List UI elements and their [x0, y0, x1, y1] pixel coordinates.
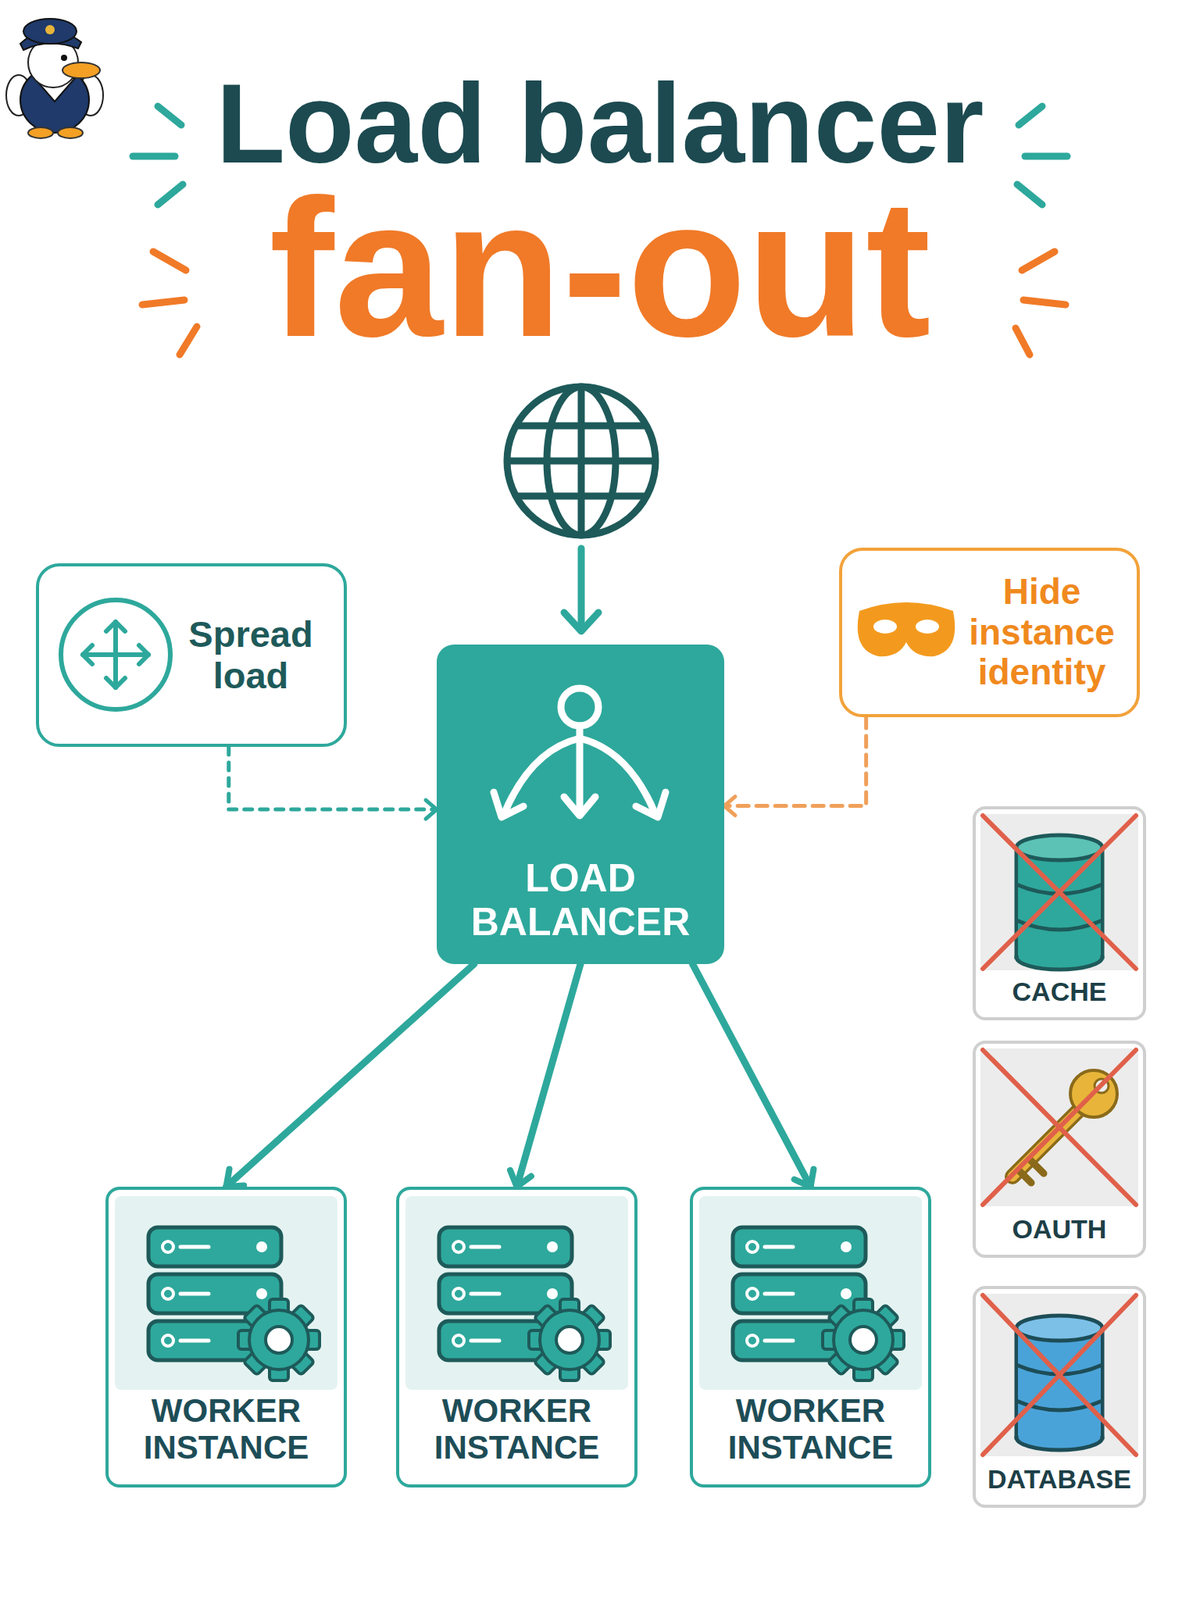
worker-box: WORKER INSTANCE	[396, 1186, 638, 1488]
node-text: WORKER INSTANCE	[116, 1392, 336, 1466]
title-subtext: fan-out	[0, 171, 1200, 367]
node-text: WORKER INSTANCE	[407, 1392, 627, 1466]
cache-icon	[980, 814, 1139, 971]
fan-out-icon	[493, 688, 666, 818]
server-icon	[405, 1196, 629, 1390]
excluded-box: CACHE	[972, 806, 1147, 1021]
connector-arrow	[226, 964, 475, 1187]
excluded-box: DATABASE	[972, 1285, 1147, 1508]
globe-arrow	[564, 548, 599, 632]
connector-arrow	[692, 964, 811, 1187]
worker-box: WORKER INSTANCE	[689, 1186, 932, 1488]
node-text: Spread load	[180, 614, 322, 697]
node-text: LOAD BALANCER	[446, 856, 715, 944]
gear-icon	[528, 1299, 611, 1381]
node-text: Hide instance identity	[957, 571, 1126, 693]
mask-icon	[857, 602, 956, 657]
benefit-box: Spread load	[35, 563, 347, 747]
node-text: OAUTH	[1012, 1214, 1108, 1244]
gear-icon	[238, 1299, 320, 1381]
benefit-box: Hide instance identity	[839, 547, 1140, 718]
spread-icon	[60, 600, 171, 710]
node-text: WORKER INSTANCE	[700, 1392, 921, 1466]
load-balancer-box: LOAD BALANCER	[436, 644, 725, 965]
worker-icons	[114, 1196, 922, 1390]
globe-icon	[507, 386, 656, 536]
connector-arrow	[517, 964, 582, 1187]
connector-arrow	[228, 746, 437, 810]
server-icon	[699, 1196, 922, 1390]
node-text: DATABASE	[987, 1464, 1132, 1494]
database-icon	[980, 1293, 1139, 1457]
worker-box: WORKER INSTANCE	[105, 1186, 347, 1488]
oauth-key-icon	[980, 1048, 1139, 1207]
server-icon	[114, 1196, 338, 1390]
excluded-box: OAUTH	[972, 1040, 1147, 1258]
node-text: CACHE	[1012, 976, 1108, 1007]
gear-icon	[822, 1299, 904, 1381]
connector-arrow	[724, 717, 867, 807]
title-text: Load balancer	[0, 67, 1200, 181]
duck-mascot	[6, 18, 104, 139]
